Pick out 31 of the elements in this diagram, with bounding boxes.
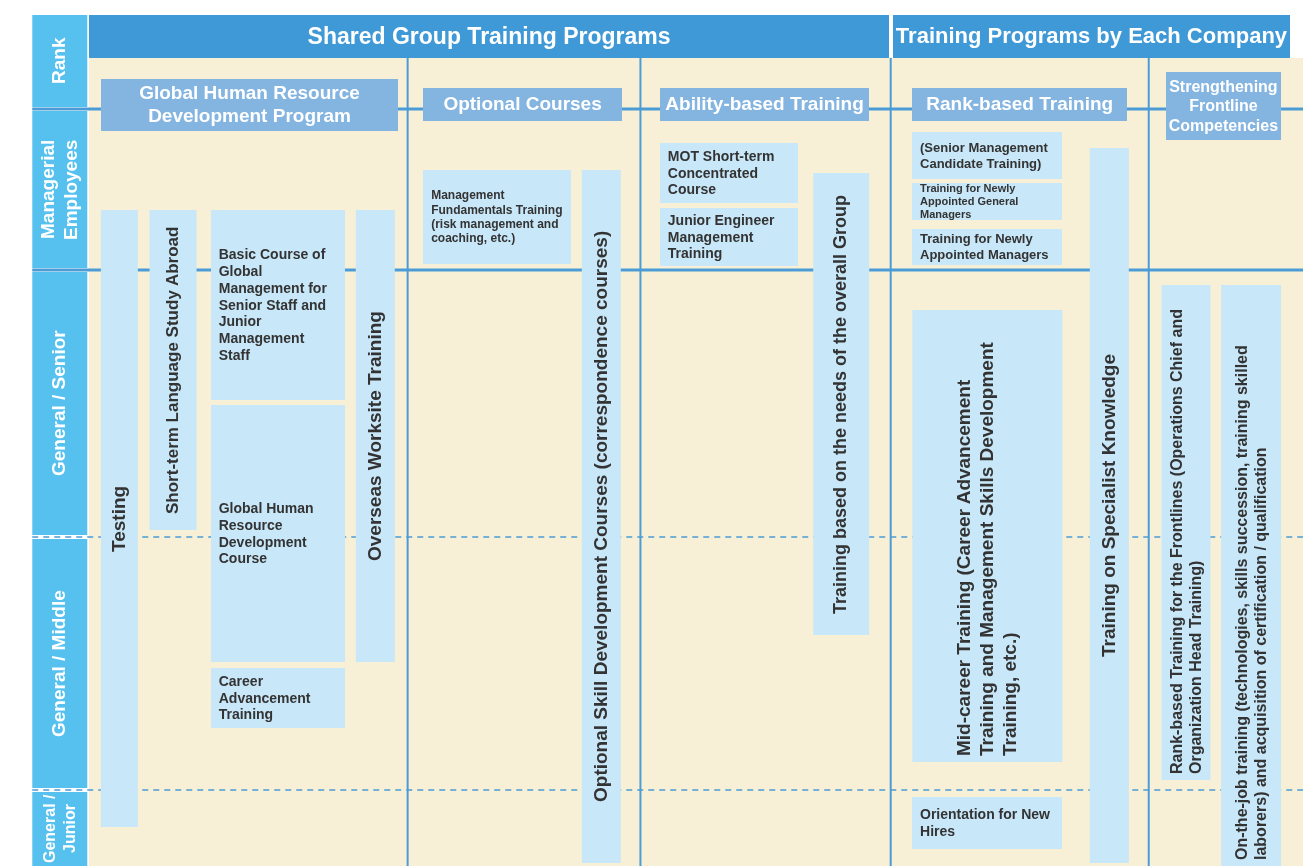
training-box: Basic Course of Global Management for Senior Staff and Junior Management Staff — [210, 210, 345, 400]
column-header: Shared Group Training Programs — [89, 15, 889, 58]
training-bar: Testing — [101, 210, 138, 827]
column-header: Training Programs by Each Company — [892, 15, 1291, 58]
row-header: Managerial Employees — [32, 111, 88, 268]
row-header: General / Senior — [32, 272, 88, 535]
training-box: Training for Newly Appointed Managers — [912, 229, 1063, 265]
training-bar: Short-term Language Study Abroad — [149, 210, 197, 530]
row-header: General / Middle — [32, 539, 88, 788]
training-box: Management Fundamentals Training (risk management and coaching, etc.) — [423, 170, 571, 264]
row-header: Rank — [32, 15, 88, 107]
training-bar: Overseas Worksite Training — [356, 210, 395, 662]
training-bar: Training on Specialist Knowledge — [1089, 148, 1129, 863]
category-header: Rank-based Training — [912, 88, 1128, 121]
training-box: Orientation for New Hires — [912, 797, 1063, 849]
training-bar: Rank-based Training for the Frontlines (Operations Chief and Organization Head Training) — [1162, 285, 1211, 780]
category-header: Global Human Resource Development Program — [101, 79, 398, 131]
training-box: Global Human Resource Development Course — [210, 405, 345, 662]
training-bar: On-the-job training (technologies, skills succession, training skilled laborers) and acquisition of certification / qualification — [1221, 285, 1282, 866]
category-header: Ability-based Training — [659, 88, 870, 121]
training-box: Training for Newly Appointed General Managers — [912, 183, 1063, 220]
training-box: Career Advancement Training — [210, 668, 345, 728]
training-bar: Training based on the needs of the overall Group — [813, 173, 870, 635]
category-header: Strengthening Frontline Competencies — [1166, 72, 1281, 140]
category-header: Optional Courses — [423, 88, 622, 121]
training-box: Junior Engineer Management Training — [659, 208, 798, 266]
training-bar: Mid-career Training (Career Advancement Training and Management Skills Development Training, etc.) — [912, 310, 1063, 762]
training-bar: Optional Skill Development Courses (correspondence courses) — [582, 170, 622, 863]
row-header: General / Junior — [32, 792, 88, 866]
training-box: MOT Short-term Concentrated Course — [659, 143, 798, 203]
training-box: (Senior Management Candidate Training) — [912, 132, 1063, 179]
